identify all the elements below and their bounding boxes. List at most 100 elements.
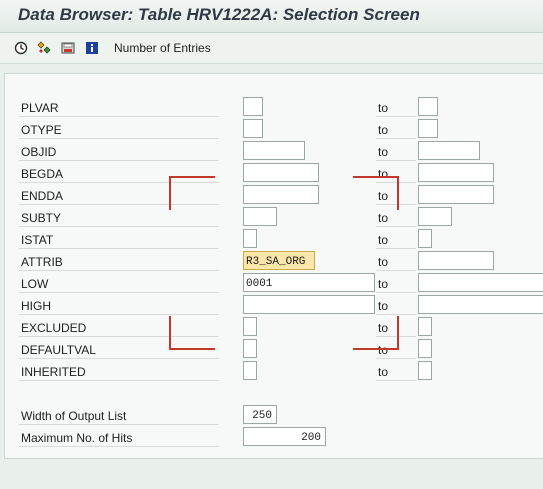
divider (376, 270, 416, 271)
annotation-bracket (169, 316, 171, 350)
high-value-input-plvar[interactable] (418, 97, 438, 116)
high-value-input-endda[interactable] (418, 185, 494, 204)
low-value-input-excluded[interactable] (243, 317, 257, 336)
annotation-bracket (169, 348, 215, 350)
high-value-input-begda[interactable] (418, 163, 494, 182)
low-value-input-defaultval[interactable] (243, 339, 257, 358)
to-label: to (378, 299, 389, 313)
high-value-input-attrib[interactable] (418, 251, 494, 270)
divider (376, 116, 416, 117)
divider (19, 314, 219, 315)
divider (376, 138, 416, 139)
divider (19, 446, 219, 447)
selection-row-high: HIGH to (5, 295, 543, 315)
high-value-input-objid[interactable] (418, 141, 480, 160)
low-value-input-attrib[interactable]: R3_SA_ORG (243, 251, 315, 270)
annotation-bracket (397, 316, 399, 350)
selection-options-icon[interactable] (37, 41, 51, 55)
to-label: to (378, 101, 389, 115)
low-value-input-plvar[interactable] (243, 97, 263, 116)
high-value-input-defaultval[interactable] (418, 339, 432, 358)
divider (19, 380, 219, 381)
divider (376, 336, 416, 337)
low-value-input-otype[interactable] (243, 119, 263, 138)
divider (376, 358, 416, 359)
output-width-row: Width of Output List 250 (5, 405, 543, 425)
execute-icon[interactable] (14, 41, 28, 55)
to-label: to (378, 123, 389, 137)
high-value-input-otype[interactable] (418, 119, 438, 138)
low-value-input-subty[interactable] (243, 207, 277, 226)
high-value-input-high[interactable] (418, 295, 543, 314)
divider (376, 226, 416, 227)
low-value-input-inherited[interactable] (243, 361, 257, 380)
divider (376, 160, 416, 161)
field-label: EXCLUDED (21, 321, 87, 335)
divider (376, 248, 416, 249)
to-label: to (378, 255, 389, 269)
divider (19, 226, 219, 227)
low-value-input-istat[interactable] (243, 229, 257, 248)
field-label: HIGH (21, 299, 51, 313)
selection-row-endda: ENDDA to (5, 185, 543, 205)
divider (19, 424, 219, 425)
divider (19, 358, 219, 359)
field-label: ISTAT (21, 233, 54, 247)
annotation-bracket (169, 176, 215, 178)
field-label: ATTRIB (21, 255, 63, 269)
divider (19, 292, 219, 293)
selection-row-begda: BEGDA to (5, 163, 543, 183)
selection-row-excluded: EXCLUDED to (5, 317, 543, 337)
info-icon[interactable] (85, 41, 99, 55)
low-value-input-high[interactable] (243, 295, 375, 314)
field-label: DEFAULTVAL (21, 343, 96, 357)
high-value-input-istat[interactable] (418, 229, 432, 248)
max-hits-label: Maximum No. of Hits (21, 431, 133, 445)
annotation-bracket (353, 176, 399, 178)
divider (19, 336, 219, 337)
output-width-label: Width of Output List (21, 409, 127, 423)
number-of-entries-button[interactable]: Number of Entries (114, 41, 211, 55)
field-label: ENDDA (21, 189, 64, 203)
to-label: to (378, 343, 389, 357)
divider (376, 182, 416, 183)
high-value-input-subty[interactable] (418, 207, 452, 226)
divider (19, 116, 219, 117)
to-label: to (378, 365, 389, 379)
divider (376, 314, 416, 315)
to-label: to (378, 233, 389, 247)
field-label: BEGDA (21, 167, 64, 181)
output-width-input[interactable]: 250 (243, 405, 277, 424)
low-value-input-low[interactable]: 0001 (243, 273, 375, 292)
max-hits-input[interactable]: 200 (243, 427, 326, 446)
divider (376, 380, 416, 381)
low-value-input-objid[interactable] (243, 141, 305, 160)
divider (19, 204, 219, 205)
divider (376, 292, 416, 293)
divider (19, 182, 219, 183)
divider (19, 270, 219, 271)
low-value-input-begda[interactable] (243, 163, 319, 182)
to-label: to (378, 189, 389, 203)
field-label: OBJID (21, 145, 57, 159)
divider (19, 248, 219, 249)
save-variant-icon[interactable] (61, 41, 75, 55)
to-label: to (378, 167, 389, 181)
high-value-input-low[interactable] (418, 273, 543, 292)
low-value-input-endda[interactable] (243, 185, 319, 204)
max-hits-row: Maximum No. of Hits 200 (5, 427, 543, 447)
divider (19, 160, 219, 161)
selection-row-defaultval: DEFAULTVAL to (5, 339, 543, 359)
divider (19, 138, 219, 139)
window-title: Data Browser: Table HRV1222A: Selection … (18, 5, 420, 24)
high-value-input-inherited[interactable] (418, 361, 432, 380)
annotation-bracket (353, 348, 399, 350)
to-label: to (378, 321, 389, 335)
annotation-bracket (169, 176, 171, 210)
high-value-input-excluded[interactable] (418, 317, 432, 336)
application-toolbar: Number of Entries (0, 33, 543, 64)
